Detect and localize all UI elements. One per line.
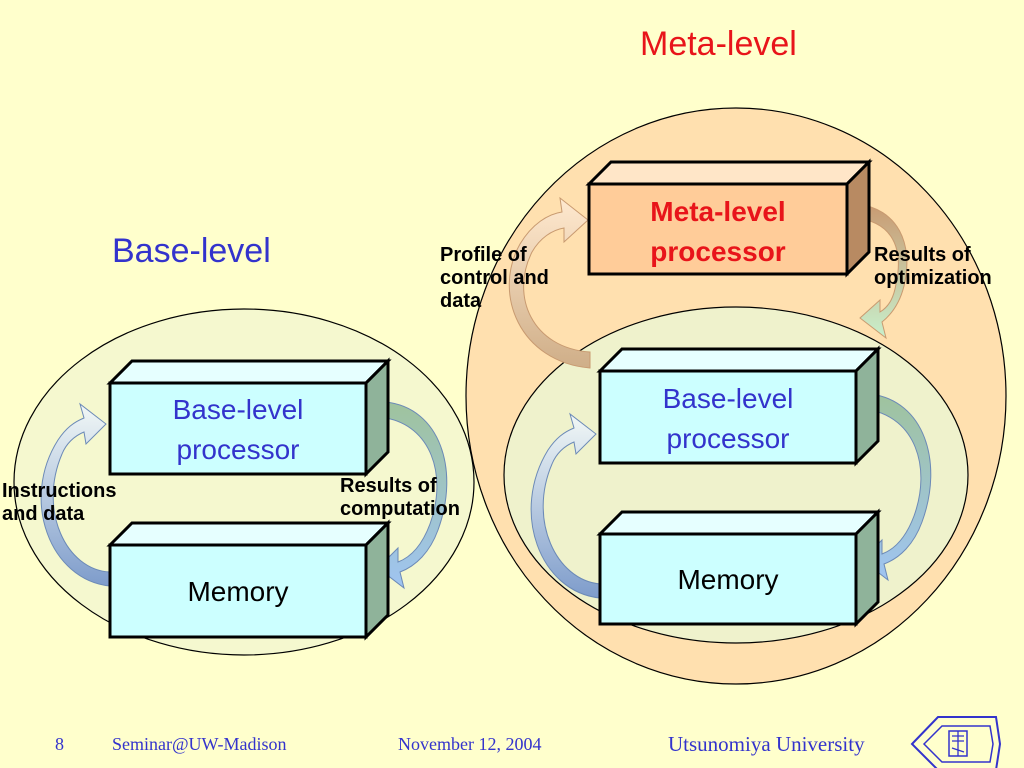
base-memory-box — [106, 519, 392, 641]
page-number: 8 — [55, 734, 64, 754]
base-processor-box — [106, 357, 392, 478]
meta-base-processor-box — [596, 345, 882, 467]
base-processor-label: Base-level processor — [172, 394, 304, 465]
meta-memory-label: Memory — [677, 564, 779, 595]
meta-level-title: Meta-level — [640, 25, 797, 63]
profile-label: Profile of control and data — [440, 244, 549, 312]
meta-instructions-arrow — [530, 412, 601, 599]
meta-processor-box — [585, 158, 873, 278]
instructions-label: Instructions and data — [2, 480, 117, 525]
footer-date: November 12, 2004 — [398, 734, 542, 754]
optimization-arrow — [855, 203, 908, 340]
computation-label: Results of computation — [340, 475, 460, 520]
base-level-title: Base-level — [112, 232, 271, 270]
optimization-label: Results of optimization — [874, 244, 992, 289]
meta-processor-label: Meta-level processor — [650, 196, 786, 267]
university-logo-icon — [910, 716, 1002, 768]
profile-arrow — [508, 196, 591, 369]
base-memory-label: Memory — [187, 576, 289, 607]
footer-seminar: Seminar@UW-Madison — [112, 734, 287, 754]
meta-base-processor-label: Base-level processor — [662, 383, 794, 454]
footer-university: Utsunomiya University — [668, 732, 865, 756]
meta-memory-box — [596, 508, 882, 628]
instructions-arrow — [40, 402, 111, 587]
